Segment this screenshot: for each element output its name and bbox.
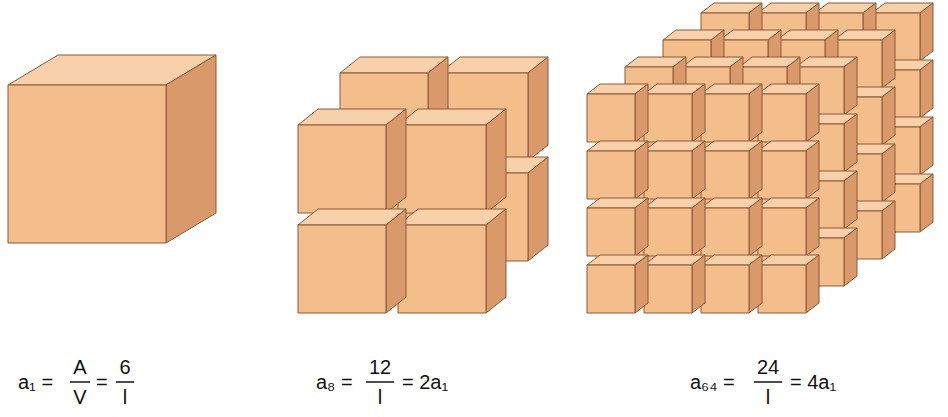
cube-face xyxy=(701,265,749,313)
cube-face xyxy=(701,94,749,142)
cube-face xyxy=(882,87,895,145)
cube-face xyxy=(644,151,692,199)
cube-face xyxy=(920,117,933,175)
cube-face xyxy=(587,265,635,313)
formula-text: A xyxy=(73,355,86,379)
formula-text: = xyxy=(96,370,108,394)
cube-face xyxy=(844,57,857,115)
cube-face xyxy=(692,255,705,313)
cube-face xyxy=(635,255,648,313)
cube-face xyxy=(692,84,705,142)
cube-face xyxy=(749,255,762,313)
cube-face xyxy=(486,209,506,313)
formula-text: 12 xyxy=(369,355,391,379)
cube-face xyxy=(398,125,486,213)
cube-face xyxy=(644,208,692,256)
cube-face xyxy=(298,225,386,313)
cube-face xyxy=(749,141,762,199)
cube-face xyxy=(758,265,806,313)
cube-face xyxy=(386,209,406,313)
formula-text: a₆₄ = xyxy=(690,370,735,394)
cube-face xyxy=(749,84,762,142)
cube-face xyxy=(692,198,705,256)
formula-text: a₈ = xyxy=(316,370,353,394)
cube-face xyxy=(882,144,895,202)
formula-text: a₁ = xyxy=(18,370,53,394)
fraction-bar xyxy=(70,381,90,383)
cube-face xyxy=(920,3,933,61)
cube-face xyxy=(758,94,806,142)
cube-face xyxy=(166,55,216,243)
cube-face xyxy=(749,198,762,256)
cube-face xyxy=(920,60,933,118)
cube-face xyxy=(806,255,819,313)
cube-group xyxy=(8,3,933,313)
fraction-bar xyxy=(116,381,134,383)
cube-face xyxy=(644,94,692,142)
cube-face xyxy=(758,208,806,256)
cube-face xyxy=(882,201,895,259)
cube-face xyxy=(587,208,635,256)
cube-face xyxy=(587,151,635,199)
cube-face xyxy=(486,109,506,213)
fraction-bar xyxy=(366,381,394,383)
cube-face xyxy=(398,225,486,313)
cube-face xyxy=(806,84,819,142)
formula-text: = 4a₁ xyxy=(790,370,836,394)
cube-face xyxy=(644,265,692,313)
fraction-bar xyxy=(754,381,782,383)
cube-face xyxy=(587,94,635,142)
cube-face xyxy=(528,157,548,261)
cube-face xyxy=(806,198,819,256)
cube-face xyxy=(528,57,548,161)
cube-face xyxy=(920,174,933,232)
cube-face xyxy=(844,228,857,286)
formula-text: V xyxy=(73,385,86,409)
cube-face xyxy=(844,114,857,172)
cube-face xyxy=(701,208,749,256)
cube-face xyxy=(298,125,386,213)
cube-face xyxy=(692,141,705,199)
formula-text: l xyxy=(766,385,770,409)
cube-face xyxy=(758,151,806,199)
cube-face xyxy=(882,30,895,88)
cube-face xyxy=(635,198,648,256)
cube-face xyxy=(806,141,819,199)
formula-text: l xyxy=(123,385,127,409)
formula-text: = 2a₁ xyxy=(402,370,448,394)
cube-face xyxy=(386,109,406,213)
formula-text: l xyxy=(378,385,382,409)
cube-face xyxy=(635,84,648,142)
formula-text: 24 xyxy=(757,355,779,379)
formula-text: 6 xyxy=(119,355,130,379)
cube-face xyxy=(635,141,648,199)
cube-face xyxy=(8,85,166,243)
cube-face xyxy=(701,151,749,199)
cube-face xyxy=(844,171,857,229)
